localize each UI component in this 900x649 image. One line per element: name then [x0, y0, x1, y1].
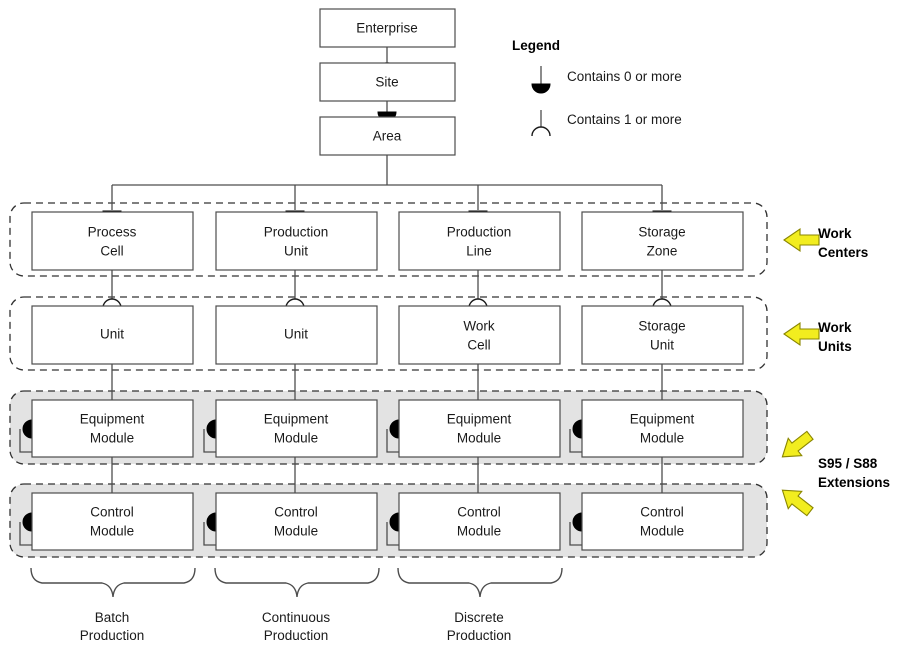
annotation-work-units-line2: Units — [818, 339, 852, 354]
brace-batch-label-line1: Batch — [95, 610, 130, 625]
legend-entry-0-text: Contains 0 or more — [567, 69, 682, 84]
annotation-work-units-line1: Work — [818, 320, 852, 335]
node-work-center-2[interactable]: Production Unit — [215, 211, 378, 271]
node-control-module-2[interactable]: Control Module — [215, 492, 378, 551]
self-loop-control-2 — [203, 512, 217, 546]
annotation-work-centers-line1: Work — [818, 226, 852, 241]
node-control-module-3-line2: Module — [457, 524, 501, 539]
arrow-left-icon-work-centers — [783, 227, 820, 253]
self-loop-equipment-4 — [569, 419, 583, 453]
node-area-label: Area — [373, 129, 402, 144]
annotation-s95-s88-extensions: S95 / S88 Extensions — [781, 430, 890, 517]
node-work-unit-3-line2: Cell — [467, 338, 490, 353]
node-work-center-4[interactable]: Storage Zone — [581, 211, 744, 271]
legend: Legend Contains 0 or more Contains 1 or … — [512, 38, 682, 137]
self-loop-equipment-1 — [19, 419, 33, 453]
node-work-unit-4-line2: Unit — [650, 338, 674, 353]
node-work-center-3-line1: Production — [447, 225, 512, 240]
group-work-units — [9, 296, 768, 371]
node-equipment-module-2[interactable]: Equipment Module — [215, 399, 378, 458]
open-arc-icon — [531, 126, 551, 137]
brace-discrete-label-line1: Discrete — [454, 610, 504, 625]
node-control-module-2-line1: Control — [274, 505, 318, 520]
brace-continuous-production: Continuous Production — [214, 567, 380, 643]
node-area[interactable]: Area — [319, 116, 456, 156]
node-control-module-3-line1: Control — [457, 505, 501, 520]
node-equipment-module-1-line1: Equipment — [80, 412, 145, 427]
node-work-unit-1[interactable]: Unit — [31, 305, 194, 365]
node-equipment-module-1[interactable]: Equipment Module — [31, 399, 194, 458]
node-equipment-module-3-line1: Equipment — [447, 412, 512, 427]
node-equipment-module-2-line1: Equipment — [264, 412, 329, 427]
node-equipment-module-3-line2: Module — [457, 431, 501, 446]
node-control-module-3[interactable]: Control Module — [398, 492, 561, 551]
legend-title: Legend — [512, 38, 560, 53]
node-work-center-1-line1: Process — [88, 225, 137, 240]
node-work-unit-2-line1: Unit — [284, 327, 308, 342]
node-control-module-1-line1: Control — [90, 505, 134, 520]
legend-entry-1-text: Contains 1 or more — [567, 112, 682, 127]
self-loop-control-4 — [569, 512, 583, 546]
node-control-module-4-line2: Module — [640, 524, 684, 539]
group-control-modules — [9, 483, 768, 558]
node-work-unit-3[interactable]: Work Cell — [398, 305, 561, 365]
arrow-diagonal-up-icon-s95 — [781, 430, 814, 458]
node-work-center-4-line2: Zone — [647, 244, 678, 259]
node-control-module-4[interactable]: Control Module — [581, 492, 744, 551]
node-site[interactable]: Site — [319, 62, 456, 102]
node-work-center-2-line2: Unit — [284, 244, 308, 259]
node-site-label: Site — [375, 75, 398, 90]
node-equipment-module-4-line2: Module — [640, 431, 684, 446]
node-work-center-2-line1: Production — [264, 225, 329, 240]
node-work-center-3[interactable]: Production Line — [398, 211, 561, 271]
group-work-centers — [9, 202, 768, 277]
brace-discrete-label-line2: Production — [447, 628, 512, 643]
node-work-unit-2[interactable]: Unit — [215, 305, 378, 365]
self-loop-control-1 — [19, 512, 33, 546]
node-work-unit-4[interactable]: Storage Unit — [581, 305, 744, 365]
filled-semicircle-icon — [531, 83, 551, 94]
annotation-s95-s88-line2: Extensions — [818, 475, 890, 490]
brace-continuous-label-line1: Continuous — [262, 610, 331, 625]
node-control-module-4-line1: Control — [640, 505, 684, 520]
arrow-left-icon-work-units — [783, 321, 820, 347]
brace-batch-production: Batch Production — [30, 567, 196, 643]
annotation-work-centers: Work Centers — [783, 226, 868, 260]
brace-discrete-production: Discrete Production — [397, 567, 563, 643]
self-loop-equipment-3 — [386, 419, 400, 453]
node-enterprise[interactable]: Enterprise — [319, 8, 456, 48]
node-equipment-module-4[interactable]: Equipment Module — [581, 399, 744, 458]
node-control-module-1[interactable]: Control Module — [31, 492, 194, 551]
annotation-work-units: Work Units — [783, 320, 852, 354]
arrow-diagonal-down-icon-s88 — [781, 489, 814, 517]
node-equipment-module-3[interactable]: Equipment Module — [398, 399, 561, 458]
node-equipment-module-1-line2: Module — [90, 431, 134, 446]
node-control-module-1-line2: Module — [90, 524, 134, 539]
node-work-center-3-line2: Line — [466, 244, 492, 259]
brace-continuous-label-line2: Production — [264, 628, 329, 643]
node-enterprise-label: Enterprise — [356, 21, 418, 36]
annotation-work-centers-line2: Centers — [818, 245, 868, 260]
node-work-unit-3-line1: Work — [463, 319, 495, 334]
self-loop-equipment-2 — [203, 419, 217, 453]
node-equipment-module-2-line2: Module — [274, 431, 318, 446]
legend-entry-contains-one-or-more: Contains 1 or more — [531, 110, 682, 137]
legend-entry-contains-zero-or-more: Contains 0 or more — [531, 66, 682, 94]
annotation-s95-s88-line1: S95 / S88 — [818, 456, 878, 471]
self-loop-control-3 — [386, 512, 400, 546]
node-work-center-4-line1: Storage — [638, 225, 685, 240]
node-work-unit-1-line1: Unit — [100, 327, 124, 342]
node-work-center-1-line2: Cell — [100, 244, 123, 259]
group-equipment-modules — [9, 390, 768, 465]
brace-batch-label-line2: Production — [80, 628, 145, 643]
node-work-unit-4-line1: Storage — [638, 319, 685, 334]
node-equipment-module-4-line1: Equipment — [630, 412, 695, 427]
node-work-center-1[interactable]: Process Cell — [31, 211, 194, 271]
node-control-module-2-line2: Module — [274, 524, 318, 539]
